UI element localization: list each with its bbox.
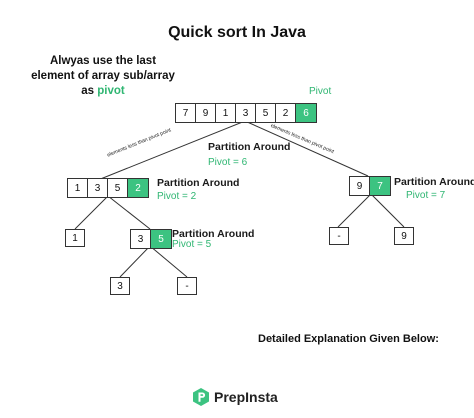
array-cell-pivot: 7 [370,177,390,195]
array-cell: 1 [68,179,88,197]
left-right-subarray: 3 5 [130,229,172,249]
array-cell: 1 [216,104,236,122]
edge-left-right [107,195,151,230]
array-cell: 9 [350,177,370,195]
left-right-partition-pivot: Pivot = 5 [172,239,212,250]
right-partition-pivot: Pivot = 7 [406,190,446,201]
edge-right-right [370,193,405,228]
right-subarray: 9 7 [349,176,391,196]
note-line-2: element of array sub/array [31,70,175,82]
page-title: Quick sort In Java [168,24,306,41]
root-partition-pivot: Pivot = 6 [208,157,248,168]
array-cell: 2 [276,104,296,122]
detail-note: Detailed Explanation Given Below: [258,333,439,345]
note-line-3: as pivot [18,84,188,99]
left-subarray: 1 3 5 2 [67,178,149,198]
brand-name: PrepInsta [214,389,278,405]
array-cell: 3 [88,179,108,197]
prepinsta-hexagon-icon [193,388,209,406]
array-cell: 3 [131,230,151,248]
edge-lr-left [119,245,151,278]
left-right-partition-label: Partition Around [172,228,255,240]
array-cell: 7 [176,104,196,122]
note-line-1: Alwyas use the last [49,55,157,67]
brand-logo: PrepInsta [193,388,278,406]
array-cell-pivot: 5 [151,230,171,248]
edge-root-right [244,120,369,177]
left-partition-pivot: Pivot = 2 [157,191,197,202]
root-array: 7 9 1 3 5 2 6 [175,103,317,123]
array-cell: 9 [196,104,216,122]
edge-right-left [337,193,372,228]
note-pivot-word: pivot [97,85,125,97]
leaf-box: 1 [65,229,85,247]
leaf-box: - [177,277,197,295]
edge-left-left [74,195,109,230]
root-pivot-label: Pivot [309,86,332,97]
array-cell: 5 [256,104,276,122]
pivot-rule-note: Alwyas use the last element of array sub… [18,54,188,99]
array-cell-pivot: 2 [128,179,148,197]
edge-root-left [97,120,246,181]
leaf-box: 3 [110,277,130,295]
leaf-box: 9 [394,227,414,245]
right-partition-label: Partition Around [394,176,474,188]
array-cell-pivot: 6 [296,104,316,122]
leaf-box: - [329,227,349,245]
array-cell: 3 [236,104,256,122]
root-partition-label: Partition Around [208,141,291,153]
edge-lr-right [149,245,188,278]
array-cell: 5 [108,179,128,197]
note-line-3-prefix: as [81,85,98,97]
left-partition-label: Partition Around [157,177,240,189]
